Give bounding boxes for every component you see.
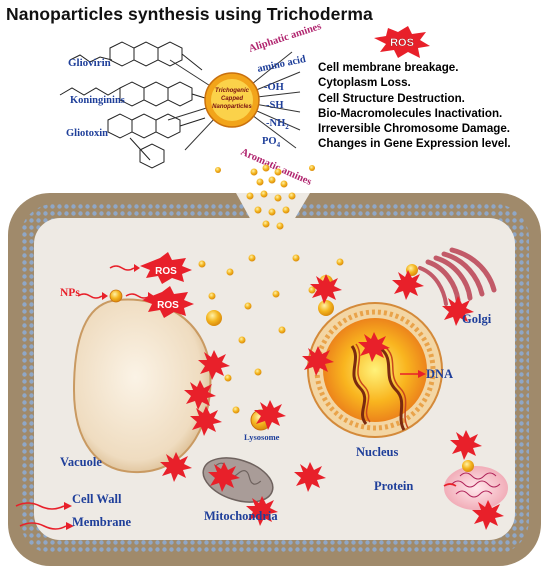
label-dna: DNA xyxy=(426,367,453,381)
pointer-arrows xyxy=(15,373,457,530)
label-lysosome: Lysosome xyxy=(244,432,280,442)
label-aromatic-amines: Aromatic amines xyxy=(239,147,313,188)
golgi xyxy=(418,247,497,306)
label-nps: NPs xyxy=(60,287,80,299)
label-po4: PO4 xyxy=(262,136,281,149)
label-mitochondria: Mitochondria xyxy=(204,509,278,523)
label-vacuole: Vacuole xyxy=(60,455,102,469)
ros-badge-text: ROS xyxy=(390,37,414,49)
label-nh2: -NH2 xyxy=(266,118,289,131)
molecule-structures xyxy=(59,41,206,169)
ros-badge: ROS xyxy=(374,26,430,58)
label-nucleus: Nucleus xyxy=(356,445,399,459)
label-golgi: Golgi xyxy=(462,312,492,326)
figure-title: Nanoparticles synthesis using Trichoderm… xyxy=(6,4,373,24)
label-protein: Protein xyxy=(374,479,413,493)
ros-label-top-text: ROS xyxy=(155,266,177,277)
nps-indicator xyxy=(77,264,154,303)
label-sh: -SH xyxy=(266,100,284,111)
effect-item: Cell Structure Destruction. xyxy=(318,91,465,105)
pointer-arrowheads xyxy=(64,370,426,530)
effect-item: Cytoplasm Loss. xyxy=(318,76,411,90)
effect-item: Bio-Macromolecules Inactivation. xyxy=(318,106,503,120)
capped-nanoparticle: Trichogenic Capped Nanoparticles xyxy=(167,51,301,151)
label-cell-wall: Cell Wall xyxy=(72,492,122,506)
np-label-line3: Nanoparticles xyxy=(212,104,252,110)
protein-cluster xyxy=(444,460,508,510)
label-membrane: Membrane xyxy=(72,515,131,529)
effect-item: Changes in Gene Expression level. xyxy=(318,137,511,151)
label-gliovirin: Gliovirin xyxy=(68,57,111,69)
label-gliotoxin: Gliotoxin xyxy=(66,128,108,139)
effects-list: Cell membrane breakage. Cytoplasm Loss. … xyxy=(318,60,511,152)
np-label-line1: Trichogenic xyxy=(215,88,250,94)
ros-label-mid: ROS xyxy=(142,286,194,318)
effect-item: Cell membrane breakage. xyxy=(318,61,459,74)
np-entry xyxy=(215,164,315,240)
effect-item: Irreversible Chromosome Damage. xyxy=(318,122,511,136)
nucleus xyxy=(307,302,443,438)
label-koninginins: Koninginins xyxy=(70,95,125,106)
ros-label-mid-text: ROS xyxy=(157,300,179,311)
vacuole xyxy=(72,298,212,474)
ros-bursts xyxy=(160,270,504,530)
np-label-line2: Capped xyxy=(221,96,243,102)
ros-label-top: ROS xyxy=(140,252,192,284)
label-aliphatic-amines: Aliphatic amines xyxy=(248,21,323,55)
label-oh: -OH xyxy=(264,82,284,93)
